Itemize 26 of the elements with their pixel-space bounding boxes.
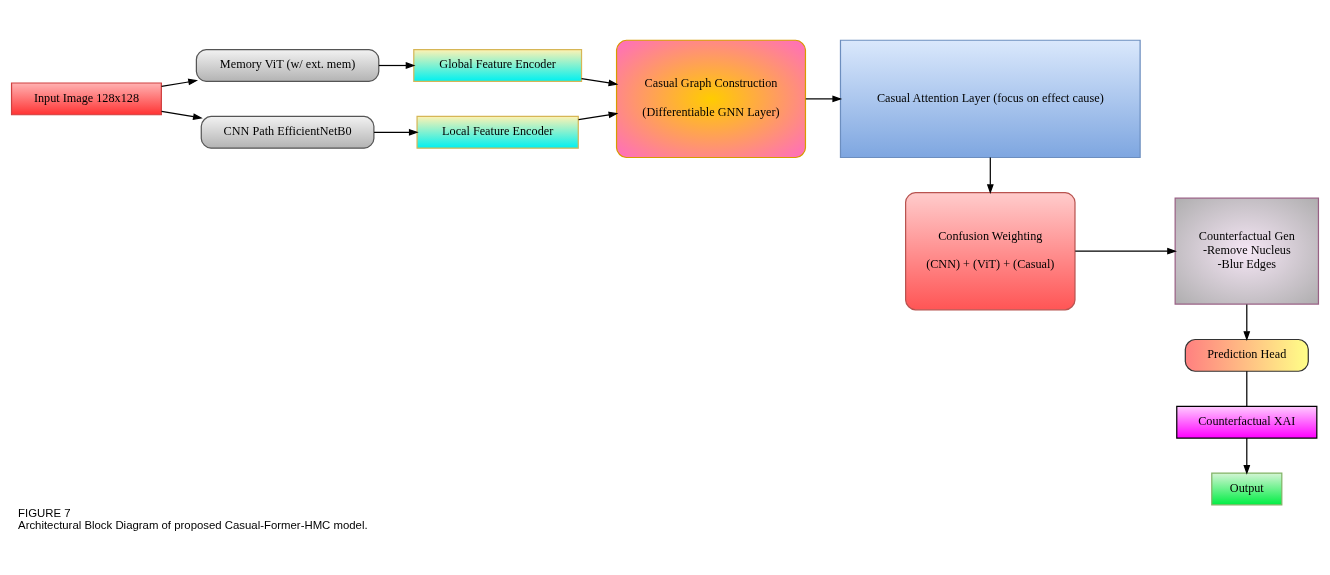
node-box: Output	[1211, 471, 1283, 505]
node-box: CNN Path EfficientNetB0	[200, 115, 375, 149]
arrow	[1243, 303, 1251, 341]
arrow	[580, 77, 619, 86]
caption: Architectural Block Diagram of proposed Casual-Former-HMC model.	[18, 518, 368, 531]
node-box: Counterfactual Gen -Remove Nucleus -Blur Edges	[1174, 197, 1320, 305]
arrow	[577, 111, 619, 120]
arrow	[1074, 247, 1177, 255]
node-box: Casual Graph Construction (Differentiable GNN Layer)	[615, 39, 807, 158]
diagram-title: FIGURE 7	[18, 506, 71, 519]
arrow	[805, 94, 843, 102]
arrow	[378, 61, 416, 69]
arrow	[1243, 436, 1251, 475]
arrow	[986, 156, 994, 194]
node-box: Memory ViT (w/ ext. mem)	[195, 48, 380, 82]
connector	[1246, 370, 1248, 407]
node-box: Confusion Weighting (CNN) + (ViT) + (Casual)	[905, 191, 1076, 310]
node-box: Prediction Head	[1184, 338, 1309, 372]
node-box: Counterfactual XAI	[1176, 405, 1318, 439]
node-box: Input Image 128x128	[10, 81, 162, 115]
arrow	[160, 78, 199, 87]
arrow	[160, 110, 203, 120]
node-box: Local Feature Encoder	[416, 115, 579, 149]
node-box: Casual Attention Layer (focus on effect cause)	[839, 39, 1141, 158]
arrow	[373, 128, 419, 136]
node-box: Global Feature Encoder	[413, 48, 583, 82]
